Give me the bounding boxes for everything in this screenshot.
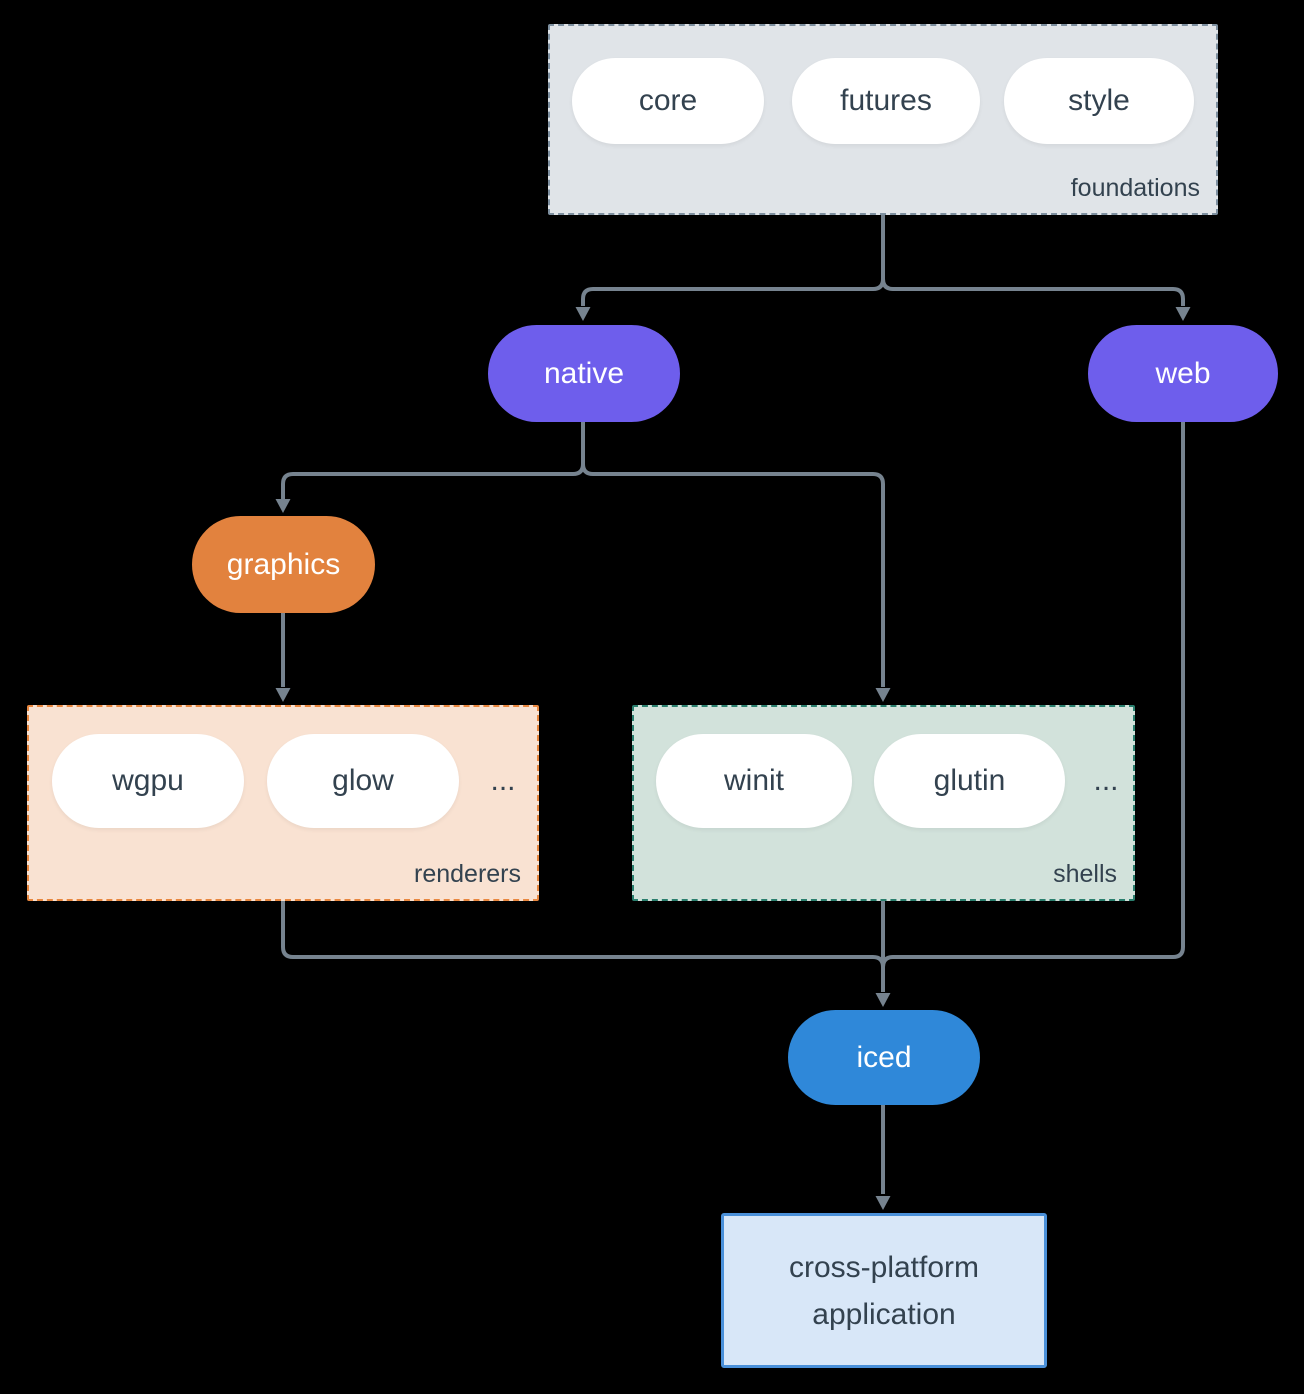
renderers-ellipsis: ... <box>490 764 516 797</box>
pill-winit: winit <box>656 734 852 828</box>
edge-foundations-native <box>581 215 885 306</box>
group-renderers: wgpu glow ... renderers <box>27 705 539 901</box>
edge-foundations-web <box>881 215 1185 306</box>
group-label-shells: shells <box>1053 860 1117 888</box>
arrowhead-application <box>875 1196 891 1210</box>
pill-wgpu: wgpu <box>52 734 244 828</box>
group-label-renderers: renderers <box>414 860 521 888</box>
edge-renderers-merge <box>281 901 885 968</box>
arrowhead-native <box>575 307 591 321</box>
arrowhead-iced <box>875 993 891 1007</box>
pill-futures: futures <box>792 58 980 144</box>
pill-glow: glow <box>267 734 459 828</box>
edge-native-graphics <box>281 422 585 499</box>
arrowhead-renderers <box>275 688 291 702</box>
node-iced: iced <box>788 1010 980 1105</box>
pill-core: core <box>572 58 764 144</box>
shells-ellipsis: ... <box>1093 764 1119 797</box>
arrowhead-shells <box>875 688 891 702</box>
node-cross-platform-application: cross-platform application <box>721 1213 1047 1368</box>
node-native: native <box>488 325 680 422</box>
pill-style: style <box>1004 58 1194 144</box>
arrowhead-web <box>1175 307 1191 321</box>
node-web: web <box>1088 325 1278 422</box>
group-shells: winit glutin ... shells <box>632 705 1135 901</box>
application-label-line2: application <box>812 1297 956 1331</box>
application-label-line1: cross-platform <box>788 1250 980 1284</box>
node-graphics: graphics <box>192 516 375 613</box>
group-label-foundations: foundations <box>1070 174 1200 202</box>
group-foundations: core futures style foundations <box>548 24 1218 215</box>
pill-glutin: glutin <box>874 734 1065 828</box>
edge-native-shells <box>581 422 885 687</box>
arrowhead-graphics <box>275 499 291 513</box>
